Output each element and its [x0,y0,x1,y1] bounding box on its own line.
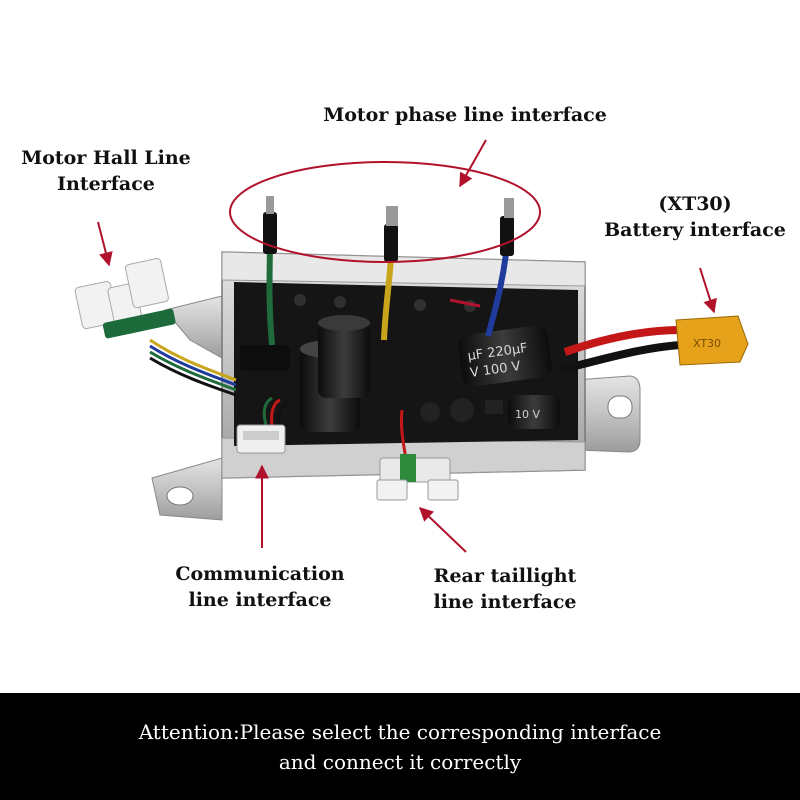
label-taillight: Rear taillight line interface [395,563,615,615]
large-capacitor-back [318,315,370,398]
label-battery: (XT30) Battery interface [590,191,800,243]
label-motor-hall-line-1: Motor Hall Line [21,147,191,169]
hall-connectors [74,258,237,397]
motor-phase-wires [263,196,514,346]
label-motor-phase: Motor phase line interface [290,102,640,128]
label-motor-hall-line-2: Interface [57,173,155,195]
mounting-bracket-right [574,375,641,453]
capacitor-small-marking: 10 V [515,408,540,421]
label-taillight-line-1: Rear taillight [433,565,577,587]
attention-line-2: and connect it correctly [278,750,522,774]
communication-connector [236,396,289,454]
label-motor-hall: Motor Hall Line Interface [6,145,206,197]
attention-banner: Attention:Please select the correspondin… [0,693,800,800]
capacitor-220uf-marking-2: V 100 V [469,359,522,381]
label-communication-line-2: line interface [188,589,332,611]
mounting-bracket-left [151,457,223,521]
xt30-connector: XT30 [675,315,749,366]
taillight-connector [376,409,459,501]
label-communication-line-1: Communication [175,563,345,585]
battery-wires [559,326,681,374]
label-communication: Communication line interface [140,561,380,613]
label-motor-phase-text: Motor phase line interface [323,104,607,126]
arrow-taillight [418,507,467,553]
xt30-connector-marking: XT30 [693,337,721,350]
arrow-motor-phase [459,139,487,188]
arrow-hall [97,221,113,267]
capacitor-small: 10 V [508,395,560,429]
phase-highlight-ellipse [229,161,541,263]
label-battery-line-2: Battery interface [604,219,786,241]
capacitor-220uf: µF 220µF V 100 V [458,325,552,387]
arrow-battery [699,267,717,314]
attention-line-1: Attention:Please select the correspondin… [138,720,662,744]
mounting-bracket-back [164,295,223,359]
label-taillight-line-2: line interface [433,591,577,613]
label-battery-line-1: (XT30) [658,193,732,215]
